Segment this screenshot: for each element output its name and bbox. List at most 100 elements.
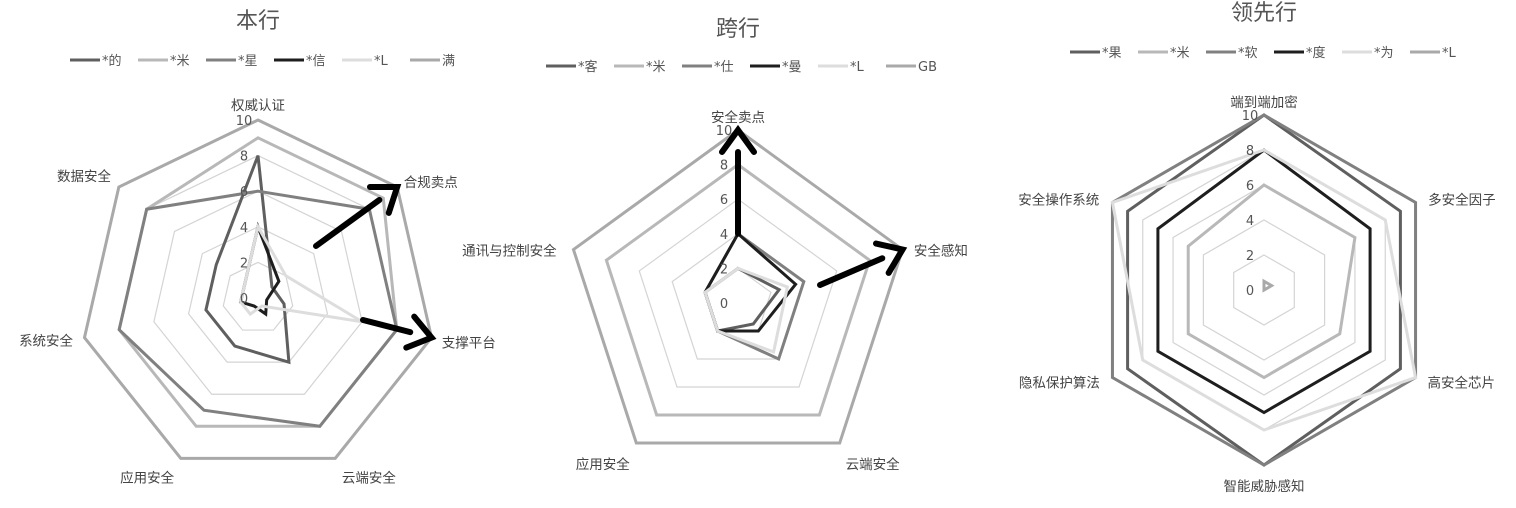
highlight-arrow: [817, 240, 908, 288]
legend-label: *为: [1374, 46, 1394, 61]
axis-label: 智能威胁感知: [1224, 478, 1305, 495]
tick-label: 2: [720, 262, 728, 277]
legend-label: *果: [1102, 46, 1122, 61]
axis-label: 安全卖点: [711, 109, 765, 126]
legend-item: *软: [1206, 46, 1258, 61]
grid-ring: [153, 190, 363, 395]
legend-item: *米: [138, 54, 190, 69]
legend-item: *L: [1410, 46, 1457, 61]
tick-label: 2: [240, 256, 248, 271]
tick-label: 8: [1246, 144, 1254, 159]
series-line: [239, 222, 363, 324]
axis-label: 通讯与控制安全: [462, 243, 557, 260]
highlight-arrow: [360, 313, 437, 351]
axis-label: 高安全芯片: [1428, 375, 1496, 392]
tick-label: 0: [240, 292, 248, 307]
axis-label: 支撑平台: [442, 336, 496, 352]
tick-label: 4: [1246, 214, 1254, 229]
axis-label: 云端安全: [846, 456, 900, 473]
series-line: [117, 189, 399, 428]
legend-item: *为: [1342, 46, 1394, 61]
legend-item: *星: [206, 54, 258, 69]
grid-ring: [1202, 219, 1326, 361]
tick-label: 10: [1242, 109, 1259, 124]
legend-label: *仕: [714, 60, 734, 75]
tick-label: 4: [720, 228, 728, 243]
series-line: [1156, 148, 1372, 415]
series-line: [1262, 278, 1275, 293]
legend-label: *L: [850, 60, 865, 75]
legend-label: *度: [1306, 45, 1326, 61]
chart-title: 领先行: [1231, 1, 1297, 26]
legend-label: *米: [170, 54, 190, 69]
legend-label: *曼: [782, 60, 802, 75]
legend-label: *客: [578, 59, 598, 75]
axis-label: 安全操作系统: [1018, 192, 1099, 209]
axis-label: 多安全因子: [1428, 192, 1496, 209]
legend-item: GB: [886, 60, 937, 75]
series-line: [571, 128, 905, 445]
legend-item: 满: [410, 54, 455, 69]
legend-item: *L: [342, 54, 389, 69]
legend-item: *度: [1274, 45, 1326, 61]
legend-item: *L: [818, 60, 865, 75]
axis-label: 应用安全: [120, 469, 174, 486]
grid-ring: [187, 226, 329, 363]
axis-label: 端到端加密: [1230, 94, 1298, 111]
legend-item: *米: [614, 60, 666, 75]
legend-item: *仕: [682, 60, 734, 75]
legend-item: *米: [1138, 46, 1190, 61]
tick-label: 4: [240, 221, 248, 236]
legend-label: *L: [1442, 46, 1457, 61]
series-line: [703, 266, 790, 355]
legend-label: *米: [646, 60, 666, 75]
tick-label: 6: [240, 185, 248, 200]
grid-ring: [1233, 254, 1295, 326]
legend-item: *客: [546, 59, 598, 75]
legend-label: 满: [442, 54, 455, 69]
tick-label: 2: [1246, 249, 1254, 264]
legend-label: *信: [306, 54, 326, 69]
series-line: [604, 162, 872, 417]
radar-chart-3: 领先行 *果 *米 *软 *度 *为 *L 0 2 4 6 8 10端到端加密多安全因子高安全芯片智能威…: [1018, 1, 1495, 495]
series-line: [1110, 148, 1418, 432]
highlight-arrow: [719, 124, 757, 237]
grid-ring: [222, 261, 294, 331]
tick-label: 8: [720, 159, 728, 174]
series-line: [1186, 183, 1357, 380]
tick-label: 0: [1246, 284, 1254, 299]
chart-title: 跨行: [716, 17, 760, 42]
highlight-arrow: [313, 184, 402, 249]
legend-item: *果: [1070, 46, 1122, 61]
tick-label: 6: [1246, 179, 1254, 194]
tick-label: 0: [720, 297, 728, 312]
tick-label: 6: [720, 193, 728, 208]
series-line: [82, 118, 434, 460]
axis-label: 系统安全: [19, 333, 73, 350]
legend-item: *的: [70, 53, 122, 69]
axis-label: 应用安全: [576, 456, 630, 473]
legend-label: *L: [374, 54, 389, 69]
axis-label: 权威认证: [231, 97, 285, 114]
legend-label: *的: [102, 53, 122, 69]
legend-label: *星: [238, 54, 258, 69]
axis-label: 合规卖点: [404, 175, 458, 191]
chart-title: 本行: [236, 9, 280, 34]
legend-label: *软: [1238, 46, 1258, 61]
legend-item: *信: [274, 54, 326, 69]
grid-ring: [638, 198, 838, 388]
grid-ring: [83, 119, 433, 459]
legend-label: *米: [1170, 46, 1190, 61]
legend-label: GB: [918, 60, 937, 75]
tick-label: 8: [240, 150, 248, 165]
axis-label: 隐私保护算法: [1019, 376, 1100, 392]
axis-label: 数据安全: [57, 168, 111, 185]
tick-label: 10: [236, 114, 253, 129]
axis-label: 云端安全: [342, 469, 396, 486]
series-line: [703, 231, 798, 333]
legend-item: *曼: [750, 60, 802, 75]
tick-label: 10: [716, 124, 733, 139]
